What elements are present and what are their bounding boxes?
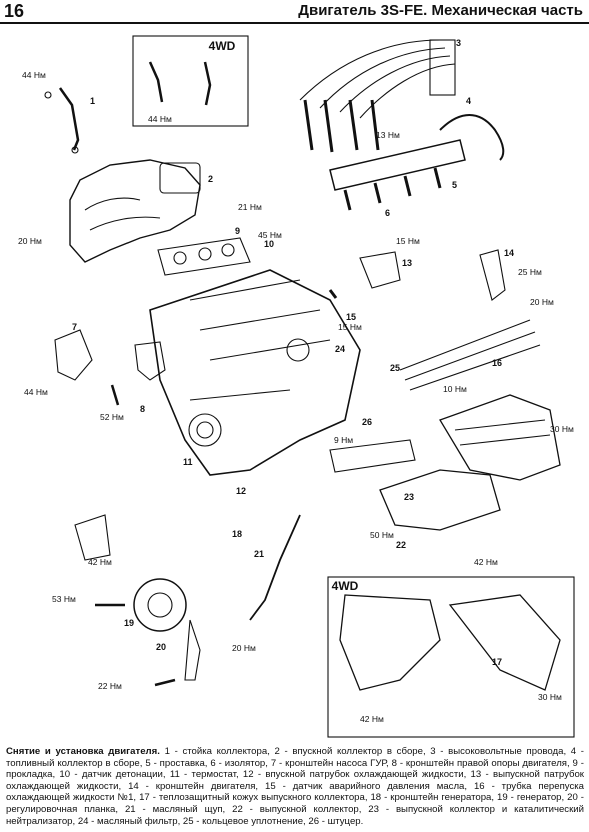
torque-label: 42 Нм bbox=[474, 557, 498, 567]
part-number: 4 bbox=[466, 96, 471, 106]
torque-label: 45 Нм bbox=[258, 230, 282, 240]
torque-label: 20 Нм bbox=[232, 643, 256, 653]
caption-text: 1 - стойка коллектора, 2 - впускной колл… bbox=[6, 746, 584, 827]
part-number: 16 bbox=[492, 358, 502, 368]
engine-block bbox=[149, 269, 361, 476]
inset-tag-bottom: 4WD bbox=[332, 579, 359, 593]
engine-exploded-diagram: 4WD 4WD 44 Нм 44 Нм 21 Нм 13 Нм 20 Нм 45… bbox=[18, 35, 575, 738]
exhaust-heat-insulator bbox=[439, 394, 561, 481]
exhaust-manifold bbox=[379, 469, 501, 531]
part-number: 19 bbox=[124, 618, 134, 628]
torque-label: 44 Нм bbox=[22, 70, 46, 80]
part-number: 1 bbox=[90, 96, 95, 106]
page-title: Двигатель 3S-FE. Механическая часть bbox=[298, 2, 583, 19]
part-number: 7 bbox=[72, 322, 77, 332]
part-number: 2 bbox=[208, 174, 213, 184]
water-bypass-pipe bbox=[399, 319, 541, 391]
page-number: 16 bbox=[4, 1, 25, 21]
torque-label: 30 Нм bbox=[538, 692, 562, 702]
engine-mount-bracket bbox=[134, 341, 166, 381]
torque-label: 52 Нм bbox=[100, 412, 124, 422]
fuel-rail bbox=[329, 139, 466, 191]
alternator-bracket bbox=[74, 514, 111, 561]
part-number: 18 bbox=[232, 529, 242, 539]
ps-pump-bracket bbox=[54, 329, 93, 381]
part-number: 10 bbox=[264, 239, 274, 249]
water-outlet bbox=[359, 251, 401, 289]
inset-box-bottom bbox=[327, 576, 575, 738]
part-number: 13 bbox=[402, 258, 412, 268]
part-number: 3 bbox=[456, 38, 461, 48]
torque-label: 42 Нм bbox=[360, 714, 384, 724]
torque-label: 53 Нм bbox=[52, 594, 76, 604]
engine-bracket bbox=[479, 249, 506, 301]
part-number: 25 bbox=[390, 363, 400, 373]
part-number: 22 bbox=[396, 540, 406, 550]
part-number: 12 bbox=[236, 486, 246, 496]
intake-manifold bbox=[69, 159, 201, 263]
part-number: 6 bbox=[385, 208, 390, 218]
part-number: 15 bbox=[346, 312, 356, 322]
part-number: 23 bbox=[404, 492, 414, 502]
part-number: 9 bbox=[235, 226, 240, 236]
torque-label: 21 Нм bbox=[238, 202, 262, 212]
part-number: 17 bbox=[492, 657, 502, 667]
manifold-stay bbox=[58, 87, 80, 151]
alternator bbox=[133, 578, 187, 632]
part-number: 14 bbox=[504, 248, 514, 258]
torque-label: 44 Нм bbox=[24, 387, 48, 397]
torque-label: 25 Нм bbox=[518, 267, 542, 277]
torque-label: 15 Нм bbox=[338, 322, 362, 332]
part-number: 21 bbox=[254, 549, 264, 559]
figure-caption: Снятие и установка двигателя. 1 - стойка… bbox=[6, 746, 584, 827]
torque-label: 10 Нм bbox=[443, 384, 467, 394]
page-header: 16 Двигатель 3S-FE. Механическая часть bbox=[0, 0, 589, 24]
part-number: 26 bbox=[362, 417, 372, 427]
torque-label: 44 Нм bbox=[148, 114, 172, 124]
torque-label: 30 Нм bbox=[550, 424, 574, 434]
part-number: 11 bbox=[183, 457, 193, 467]
torque-label: 42 Нм bbox=[88, 557, 112, 567]
torque-label: 15 Нм bbox=[396, 236, 420, 246]
oil-dipstick bbox=[249, 514, 301, 621]
part-number: 20 bbox=[156, 642, 166, 652]
intake-gasket bbox=[157, 237, 251, 276]
inset-tag-top: 4WD bbox=[209, 39, 236, 53]
torque-label: 20 Нм bbox=[530, 297, 554, 307]
part-number: 8 bbox=[140, 404, 145, 414]
adjusting-bar bbox=[184, 619, 201, 681]
caption-heading: Снятие и установка двигателя. bbox=[6, 746, 160, 757]
part-number: 5 bbox=[452, 180, 457, 190]
fuel-line bbox=[439, 114, 505, 161]
part-number: 24 bbox=[335, 344, 345, 354]
torque-label: 22 Нм bbox=[98, 681, 122, 691]
torque-label: 20 Нм bbox=[18, 236, 42, 246]
spark-plug-wires bbox=[299, 39, 456, 119]
inset-box-top bbox=[132, 35, 249, 127]
torque-label: 50 Нм bbox=[370, 530, 394, 540]
torque-label: 9 Нм bbox=[334, 435, 353, 445]
torque-label: 13 Нм bbox=[376, 130, 400, 140]
